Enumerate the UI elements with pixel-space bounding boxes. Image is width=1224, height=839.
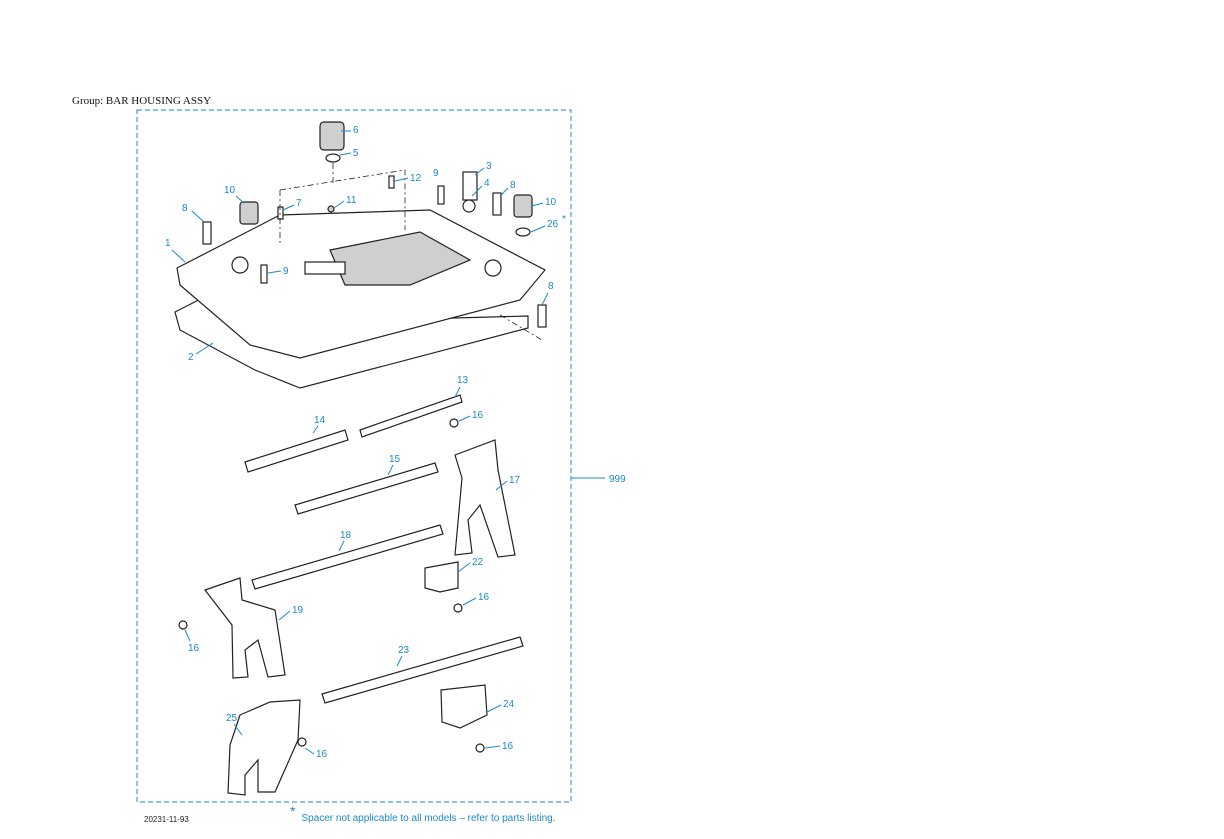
- shift-rail-part: [294, 462, 439, 515]
- guide-line: [279, 169, 406, 230]
- callout-label: 1: [165, 238, 171, 249]
- spring-part: [462, 171, 478, 201]
- screw-part: [178, 620, 188, 630]
- callout-label: 12: [410, 173, 422, 184]
- callout-label: 16: [478, 592, 490, 603]
- shift-rail-part: [251, 524, 444, 590]
- callout-label: 19: [292, 605, 304, 616]
- shift-lug-part: [424, 561, 459, 593]
- shift-rail-part: [321, 636, 524, 704]
- callout-label: 8: [182, 203, 188, 214]
- screw-part: [475, 743, 485, 753]
- housing-slot: [304, 261, 346, 275]
- callout-label: 11: [346, 195, 357, 206]
- callout-label: 4: [484, 178, 490, 189]
- shift-fork-part: [204, 577, 286, 679]
- shift-fork-part: [454, 439, 516, 558]
- callout-label: 17: [509, 475, 521, 486]
- group-title: Group: BAR HOUSING ASSY: [72, 95, 212, 107]
- shift-fork-part: [227, 699, 301, 796]
- callout-label: 5: [353, 148, 359, 159]
- callout-label: 18: [340, 530, 352, 541]
- screw-part: [297, 737, 307, 747]
- switch-part: [319, 121, 345, 151]
- callout-label: 8: [548, 281, 554, 292]
- callout-label: 3: [486, 161, 492, 172]
- callout-label: 9: [283, 266, 289, 277]
- bolt-part: [202, 221, 212, 245]
- callout-label: 16: [472, 410, 484, 421]
- pin-part: [277, 206, 284, 220]
- callout-label: 16: [502, 741, 514, 752]
- shift-lug-part: [440, 684, 488, 729]
- sensor-part: [239, 201, 259, 225]
- pin-part: [437, 185, 445, 205]
- callout-label: 22: [472, 557, 484, 568]
- callout-label: 10: [224, 185, 236, 196]
- footnote: * Spacer not applicable to all models – r…: [290, 803, 556, 824]
- sensor-part: [513, 194, 533, 218]
- callout-label: 14: [314, 415, 326, 426]
- document-id: 20231-11-93: [144, 815, 189, 824]
- callout-label: 25: [226, 713, 238, 724]
- callout-label: *: [562, 214, 566, 225]
- callout-label: 24: [503, 699, 515, 710]
- callout-label: 23: [398, 645, 410, 656]
- bolt-part: [492, 192, 502, 216]
- footnote-marker: *: [290, 803, 296, 819]
- callout-label: 16: [316, 749, 328, 760]
- callout-label: 10: [545, 197, 557, 208]
- bolt-part: [537, 304, 547, 328]
- callout-label: 8: [510, 180, 516, 191]
- housing-bore: [484, 259, 502, 277]
- callout-label: 26: [547, 219, 559, 230]
- callout-label: 2: [188, 352, 194, 363]
- callout-label: 13: [457, 375, 469, 386]
- ball-part: [462, 199, 476, 213]
- screw-part: [449, 418, 459, 428]
- spring-part: [244, 429, 349, 473]
- washer-part: [325, 153, 341, 163]
- pin-part: [388, 175, 395, 189]
- screw-part: [453, 603, 463, 613]
- callout-label: 7: [296, 198, 302, 209]
- callout-label: 16: [188, 643, 200, 654]
- callout-label: 9: [433, 168, 439, 179]
- guide-line: [499, 314, 543, 341]
- footnote-text: Spacer not applicable to all models – re…: [301, 813, 556, 824]
- housing-window: [329, 231, 472, 286]
- callout-label: 15: [389, 454, 401, 465]
- pin-part: [260, 264, 268, 284]
- assembly-boundary: [136, 109, 572, 803]
- spacer-part: [515, 227, 531, 237]
- housing-bore: [231, 256, 249, 274]
- plug-part: [327, 205, 335, 213]
- callout-label: 6: [353, 125, 359, 136]
- shift-rail-part: [359, 394, 463, 438]
- assembly-callout: 999: [609, 474, 626, 485]
